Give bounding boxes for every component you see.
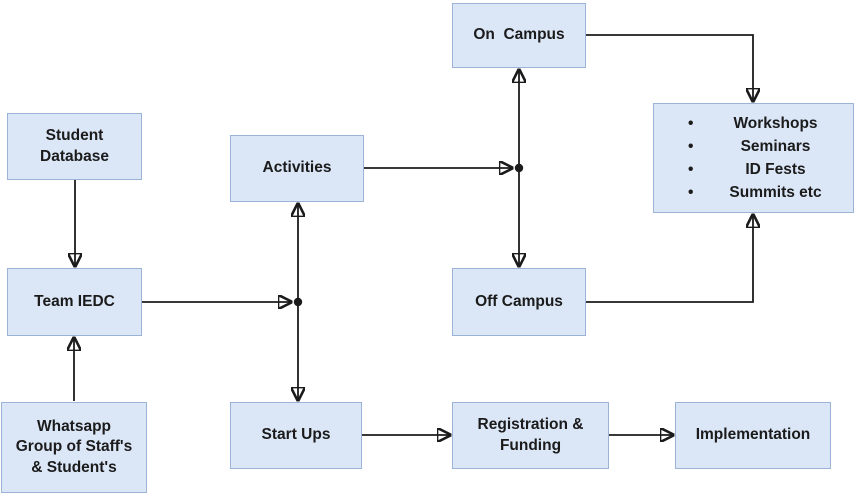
node-label: Implementation (695, 426, 811, 444)
bullet-icon: • (688, 184, 694, 201)
node-label: Team IEDC (34, 292, 115, 310)
node-activities: Activities (230, 135, 364, 202)
bullet-icon: • (688, 138, 694, 155)
node-label: Start Ups (261, 426, 331, 444)
outputs-list: • Workshops • Seminars • ID Fests • Summ… (654, 112, 853, 204)
list-item-label: Seminars (740, 138, 811, 155)
junction-dot-campus (514, 163, 524, 173)
junction-dot-activities-startups (293, 297, 303, 307)
node-label: Registration & Funding (477, 416, 584, 454)
list-item: • ID Fests (654, 158, 853, 181)
list-item: • Workshops (654, 112, 853, 135)
node-label: Student Database (40, 127, 109, 165)
bullet-icon: • (688, 161, 694, 178)
connector-off-campus-to-outputs (586, 215, 753, 303)
node-outputs-list: • Workshops • Seminars • ID Fests • Summ… (653, 103, 854, 213)
node-label: Off Campus (475, 292, 563, 310)
node-on-campus: On Campus (452, 3, 586, 68)
connector-on-campus-to-outputs (586, 34, 753, 101)
node-whatsapp-group: Whatsapp Group of Staff's & Student's (1, 402, 147, 493)
node-label: Activities (262, 159, 332, 177)
node-team-iedc: Team IEDC (7, 268, 142, 336)
list-item-label: ID Fests (745, 161, 806, 178)
list-item: • Seminars (654, 135, 853, 158)
bullet-icon: • (688, 115, 694, 132)
node-label: On Campus (473, 26, 565, 44)
node-off-campus: Off Campus (452, 268, 586, 336)
node-start-ups: Start Ups (230, 402, 362, 469)
node-registration-funding: Registration & Funding (452, 402, 609, 469)
list-item-label: Summits etc (729, 184, 822, 201)
node-student-database: Student Database (7, 113, 142, 180)
list-item-label: Workshops (733, 115, 818, 132)
node-label: Whatsapp Group of Staff's & Student's (15, 418, 133, 476)
list-item: • Summits etc (654, 181, 853, 204)
node-implementation: Implementation (675, 402, 831, 469)
